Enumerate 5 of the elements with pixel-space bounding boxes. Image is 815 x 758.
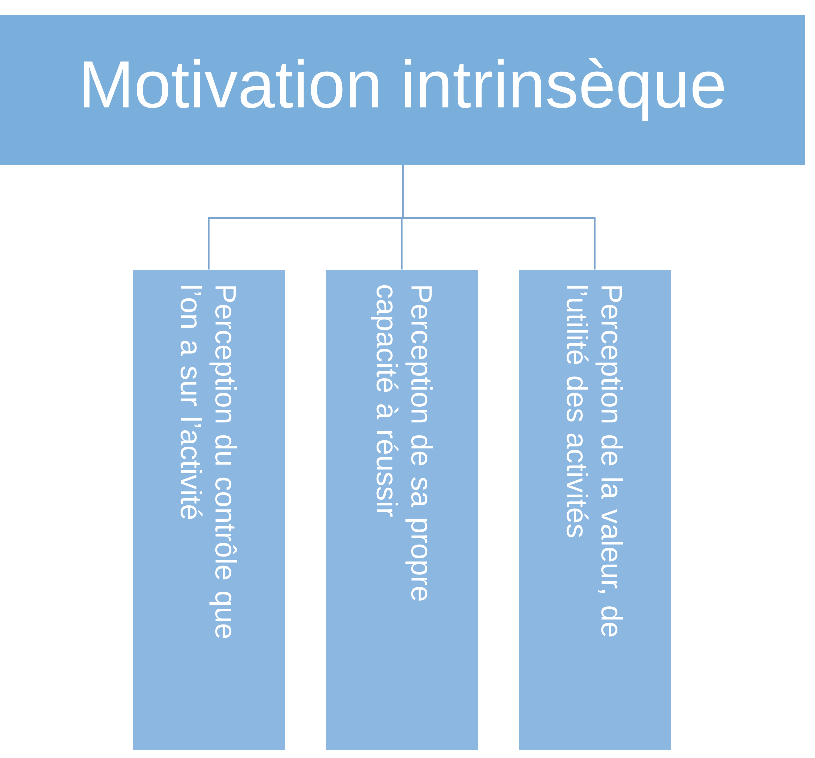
category-box: Perception de la valeur, de l’utilité des activités (519, 270, 671, 750)
category-box: Perception du contrôle que l’on a sur l’activité (133, 270, 285, 750)
connector-line (402, 165, 596, 270)
title-box: Motivation intrinsèque (0, 15, 806, 165)
category-box: Perception de sa propre capacité à réussir (326, 270, 478, 750)
